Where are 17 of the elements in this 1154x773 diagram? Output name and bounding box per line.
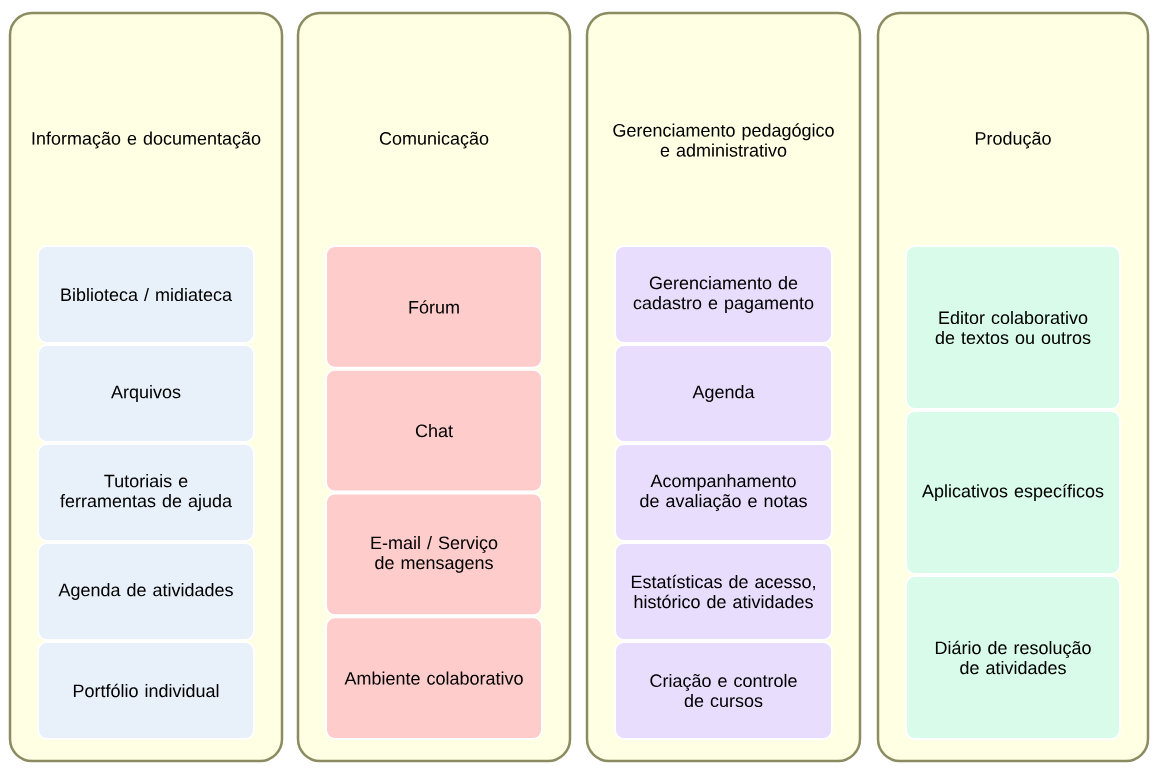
item-box: Editor colaborativo de textos ou outros bbox=[905, 245, 1121, 410]
item-box: Criação e controle de cursos bbox=[614, 641, 833, 740]
item-box: Agenda bbox=[614, 344, 833, 443]
item-box: Agenda de atividades bbox=[37, 542, 255, 641]
item-box: Fórum bbox=[325, 245, 543, 369]
item-box: Biblioteca / midiateca bbox=[37, 245, 255, 344]
item-box: Diário de resolução de atividades bbox=[905, 575, 1121, 740]
item-box: Acompanhamento de avaliação e notas bbox=[614, 443, 833, 542]
item-box: Chat bbox=[325, 368, 543, 493]
item-box: Estatísticas de acesso, histórico de atividades bbox=[614, 542, 833, 641]
item-box: Aplicativos específicos bbox=[905, 410, 1121, 575]
item-box: Arquivos bbox=[37, 344, 255, 443]
item-box: Tutoriais e ferramentas de ajuda bbox=[37, 443, 255, 542]
item-box: Gerenciamento de cadastro e pagamento bbox=[614, 245, 833, 344]
item-box: Portfólio individual bbox=[37, 641, 255, 740]
item-box: Ambiente colaborativo bbox=[325, 616, 543, 740]
item-box: E-mail / Serviço de mensagens bbox=[325, 492, 543, 617]
